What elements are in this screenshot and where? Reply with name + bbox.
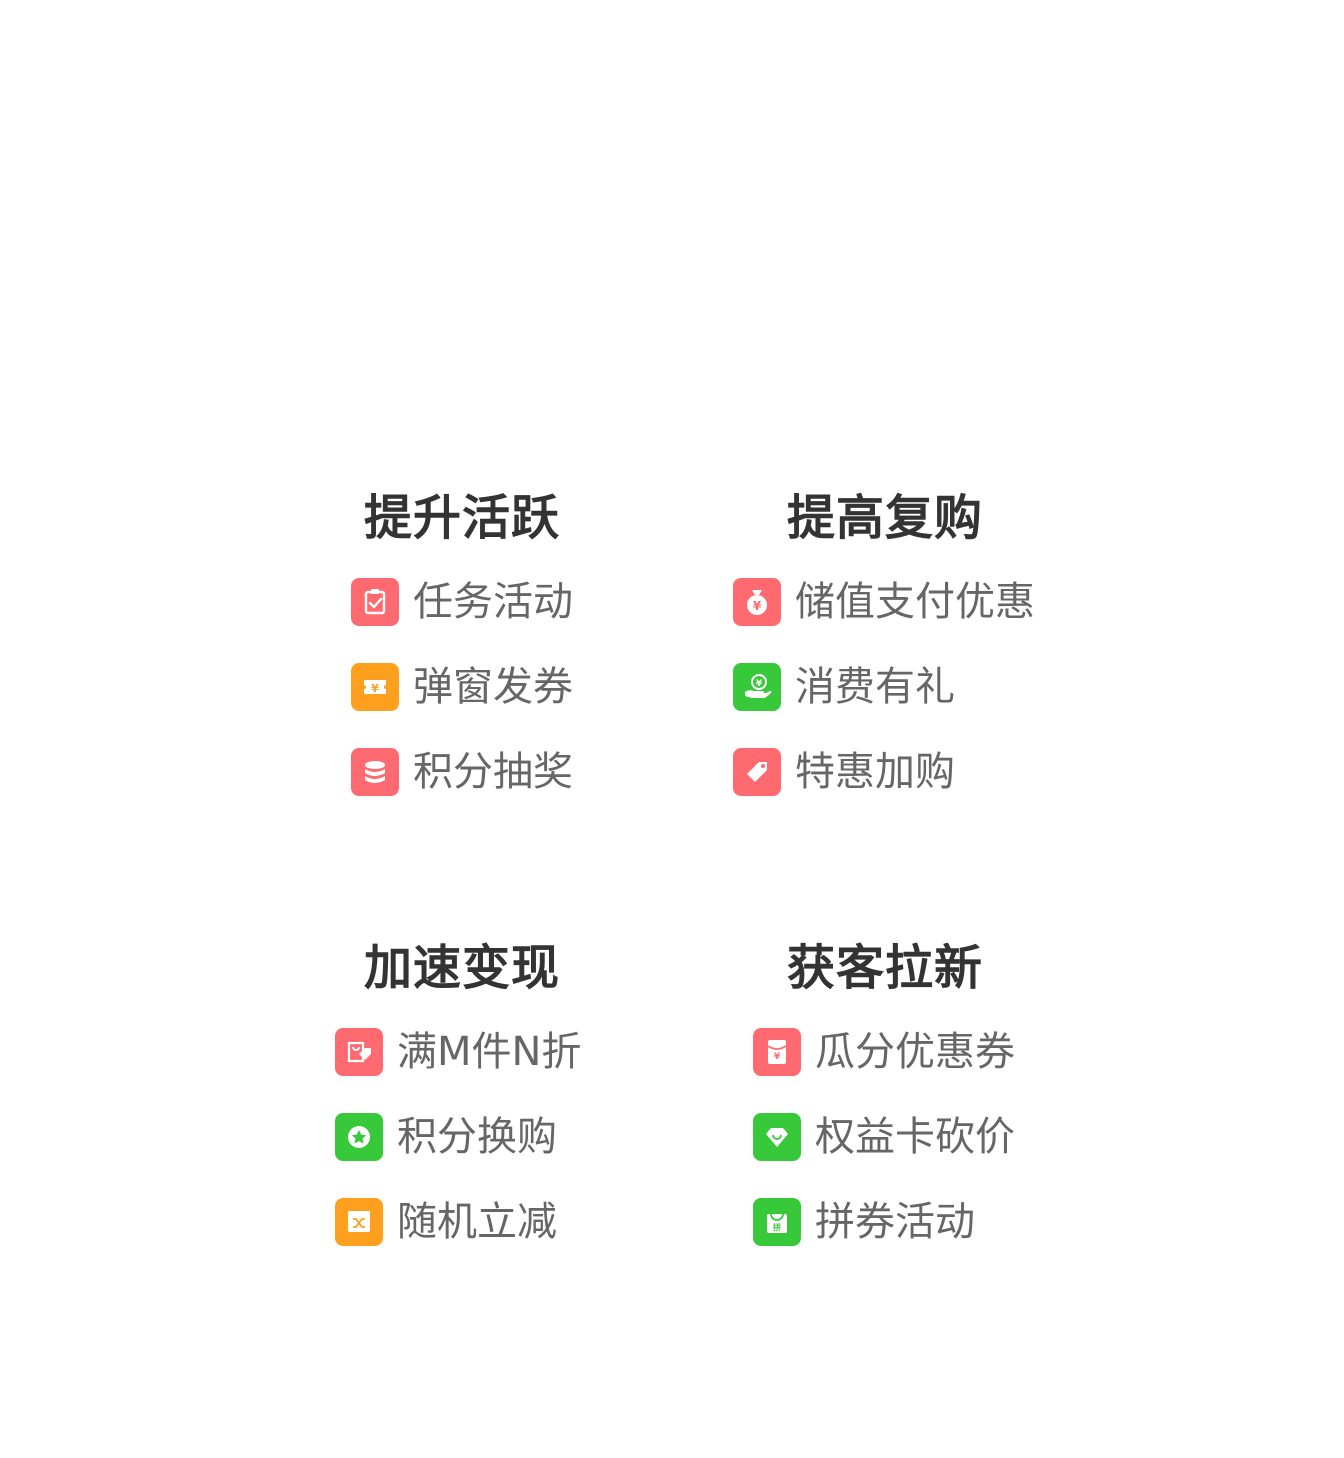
yen-coupon-icon: ¥ <box>351 663 399 711</box>
hand-coin-icon: ¥ <box>733 663 781 711</box>
feature-label: 特惠加购 <box>795 749 955 795</box>
svg-text:¥: ¥ <box>756 679 763 689</box>
feature-label: 任务活动 <box>413 579 573 625</box>
feature-label: 储值支付优惠 <box>795 579 1035 625</box>
feature-special-addon[interactable]: 特惠加购 <box>733 747 955 797</box>
group-bag-icon: 拼 <box>753 1198 801 1246</box>
feature-purchase-gift[interactable]: ¥ 消费有礼 <box>733 662 955 712</box>
feature-random-discount[interactable]: 随机立减 <box>335 1197 557 1247</box>
coin-stack-icon <box>351 748 399 796</box>
feature-popup-coupon[interactable]: ¥ 弹窗发券 <box>351 662 573 712</box>
feature-points-exchange[interactable]: 积分换购 <box>335 1112 557 1162</box>
svg-text:拼: 拼 <box>773 1222 781 1232</box>
clipboard-check-icon <box>351 578 399 626</box>
star-coin-icon <box>335 1113 383 1161</box>
feature-points-lottery[interactable]: 积分抽奖 <box>351 747 573 797</box>
feature-stored-value-discount[interactable]: ¥ 储值支付优惠 <box>733 577 1035 627</box>
svg-text:¥: ¥ <box>774 1052 781 1062</box>
heart-gem-icon <box>753 1113 801 1161</box>
feature-label: 弹窗发券 <box>413 664 573 710</box>
svg-text:¥: ¥ <box>371 682 379 695</box>
bag-discount-icon <box>335 1028 383 1076</box>
feature-task-activity[interactable]: 任务活动 <box>351 577 573 627</box>
feature-label: 权益卡砍价 <box>815 1114 1015 1160</box>
section-title: 获客拉新 <box>787 940 984 996</box>
feature-label: 满M件N折 <box>397 1029 582 1075</box>
feature-label: 瓜分优惠券 <box>815 1029 1015 1075</box>
feature-label: 消费有礼 <box>795 664 955 710</box>
feature-buy-m-get-discount[interactable]: 满M件N折 <box>335 1027 581 1077</box>
feature-label: 随机立减 <box>397 1199 557 1245</box>
section-title: 提升活跃 <box>364 490 561 546</box>
money-bag-icon: ¥ <box>733 578 781 626</box>
svg-text:¥: ¥ <box>753 599 762 613</box>
feature-group-coupon[interactable]: 拼 拼券活动 <box>753 1197 975 1247</box>
section-title: 提高复购 <box>787 490 984 546</box>
feature-benefit-card-bargain[interactable]: 权益卡砍价 <box>753 1112 1015 1162</box>
feature-label: 积分抽奖 <box>413 749 573 795</box>
feature-split-coupons[interactable]: ¥ 瓜分优惠券 <box>753 1027 1015 1077</box>
red-envelope-icon: ¥ <box>753 1028 801 1076</box>
feature-label: 积分换购 <box>397 1114 557 1160</box>
price-tag-icon <box>733 748 781 796</box>
feature-label: 拼券活动 <box>815 1199 975 1245</box>
shuffle-box-icon <box>335 1198 383 1246</box>
section-title: 加速变现 <box>364 940 561 996</box>
